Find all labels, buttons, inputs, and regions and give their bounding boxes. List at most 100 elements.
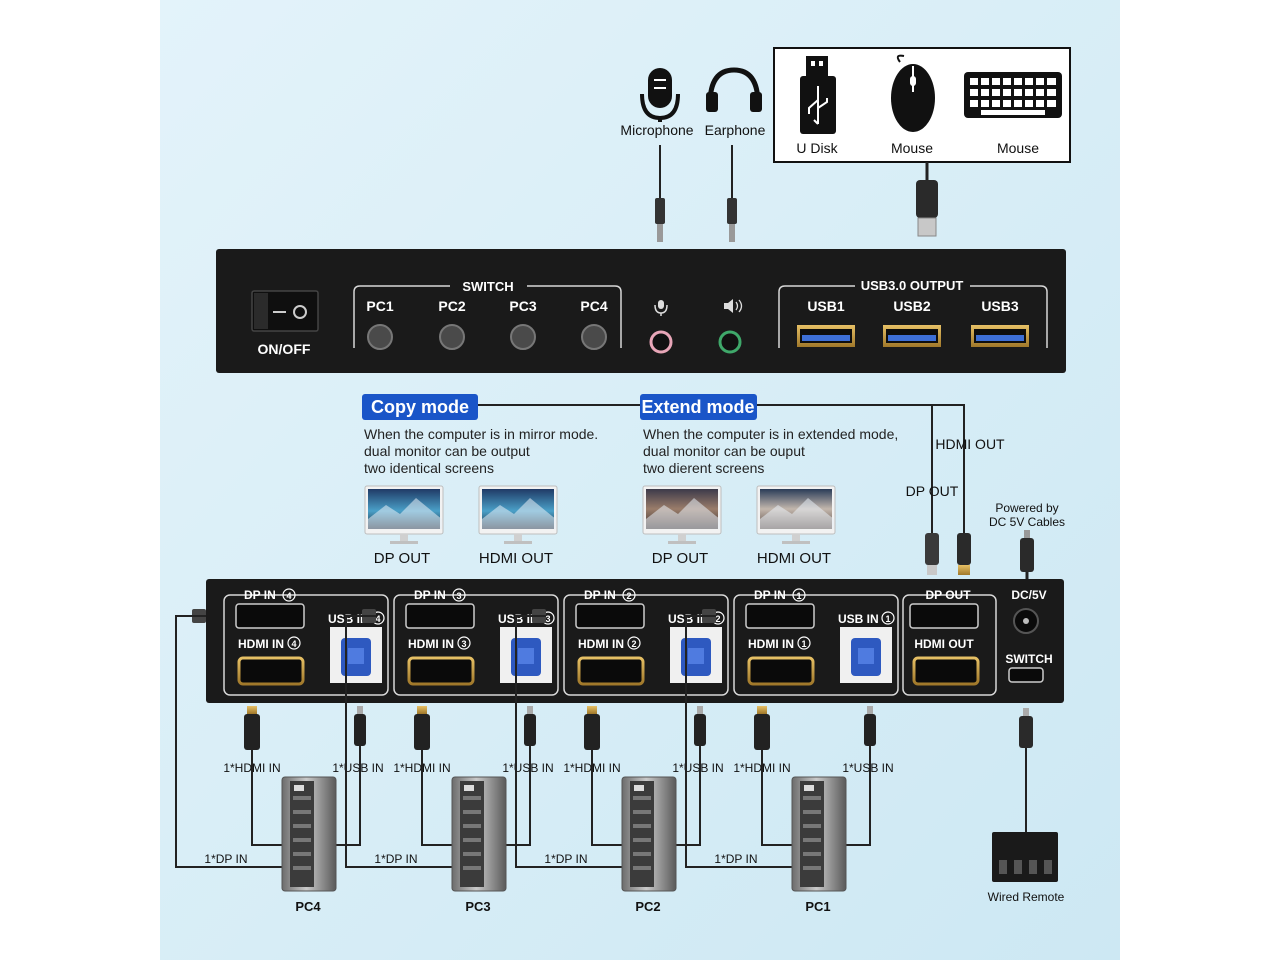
dp-in-label: DP IN xyxy=(754,588,786,602)
dp-in-label: DP IN xyxy=(414,588,446,602)
copy-desc-line2: dual monitor can be output xyxy=(364,443,530,459)
speaker-jack-icon xyxy=(724,299,743,313)
usb3-port[interactable] xyxy=(971,325,1029,347)
dp-in-port[interactable] xyxy=(745,603,815,629)
dp-in-number: 1 xyxy=(796,591,801,601)
pc-cables xyxy=(685,609,876,868)
power-switch[interactable] xyxy=(251,290,319,332)
dp-in-label: DP IN xyxy=(584,588,616,602)
usb-cable-label: 1*USB IN xyxy=(842,761,893,775)
hdmi-in-port[interactable] xyxy=(577,656,645,686)
monitor-label: HDMI OUT xyxy=(479,550,553,567)
hdmi-out-port[interactable] xyxy=(912,656,980,686)
usb3-port[interactable] xyxy=(883,325,941,347)
pc-select-button[interactable] xyxy=(367,324,393,350)
output-cables xyxy=(757,404,971,575)
power-note-line1: Powered by xyxy=(995,501,1058,515)
usb-output-title: USB3.0 OUTPUT xyxy=(861,278,964,293)
extend-desc-line3: two dierent screens xyxy=(643,460,764,476)
speaker-jack[interactable] xyxy=(718,330,742,354)
copy-desc-line1: When the computer is in mirror mode. xyxy=(364,426,598,442)
u-disk-label: U Disk xyxy=(796,140,838,156)
hdmi-in-number: 3 xyxy=(461,639,466,649)
power-note-line2: DC 5V Cables xyxy=(989,515,1065,529)
dp-in-port[interactable] xyxy=(235,603,305,629)
remote-switch-port[interactable] xyxy=(1008,667,1044,683)
switch-group-title: SWITCH xyxy=(462,279,513,294)
hdmi-in-label: HDMI IN xyxy=(578,637,624,651)
dc-power-plug xyxy=(1020,530,1034,580)
usb3-port[interactable] xyxy=(797,325,855,347)
power-switch-label: ON/OFF xyxy=(258,341,311,357)
pc-tower-icon xyxy=(451,776,507,892)
usb-in-number: 1 xyxy=(885,614,890,624)
usb-port-label: USB2 xyxy=(893,298,931,314)
hdmi-cable-label: 1*HDMI IN xyxy=(733,761,790,775)
dp-out-port[interactable] xyxy=(909,603,979,629)
pc-select-button[interactable] xyxy=(439,324,465,350)
pc-tower-icon xyxy=(281,776,337,892)
monitor-label: DP OUT xyxy=(652,550,708,567)
hdmi-cable-label: 1*HDMI IN xyxy=(223,761,280,775)
pc-cables xyxy=(345,609,536,868)
pc-tower-icon xyxy=(791,776,847,892)
mouse-icon xyxy=(891,54,935,132)
usb-b-port[interactable] xyxy=(840,627,892,683)
dp-cable-label: 1*DP IN xyxy=(544,852,587,866)
dp-in-port[interactable] xyxy=(575,603,645,629)
copy-desc-line3: two identical screens xyxy=(364,460,494,476)
wired-remote-label: Wired Remote xyxy=(988,890,1065,904)
extend-mode-badge xyxy=(640,394,757,420)
switch-group-frame xyxy=(353,285,622,348)
pc-label: PC3 xyxy=(465,899,490,914)
dp-out-cable-label: DP OUT xyxy=(906,483,959,499)
hdmi-in-port[interactable] xyxy=(747,656,815,686)
dp-in-number: 3 xyxy=(456,591,461,601)
mic-jack[interactable] xyxy=(649,330,673,354)
dp-in-number: 2 xyxy=(626,591,631,601)
pc-label: PC4 xyxy=(295,899,321,914)
pc-cables xyxy=(515,609,706,868)
hdmi-out-cable-label: HDMI OUT xyxy=(935,436,1005,452)
microphone-label: Microphone xyxy=(620,122,693,138)
hdmi-in-port[interactable] xyxy=(407,656,475,686)
usb-disk-icon xyxy=(800,56,836,134)
wired-remote-icon[interactable] xyxy=(992,832,1058,882)
hdmi-cable-label: 1*HDMI IN xyxy=(563,761,620,775)
pc-button-label: PC1 xyxy=(366,298,393,314)
monitor-label: HDMI OUT xyxy=(757,550,831,567)
usb-cable-label: 1*USB IN xyxy=(672,761,723,775)
hdmi-cable-label: 1*HDMI IN xyxy=(393,761,450,775)
pc-select-button[interactable] xyxy=(510,324,536,350)
pc-tower-icon xyxy=(621,776,677,892)
usb-b-port[interactable] xyxy=(500,627,552,683)
dc-port-label: DC/5V xyxy=(1011,588,1046,602)
audio-cables xyxy=(655,145,737,242)
hdmi-in-number: 1 xyxy=(801,639,806,649)
pc-connections: 1*HDMI IN 1*USB IN 1*DP IN PC4 1*HDMI IN 1*US… xyxy=(175,609,894,914)
hdmi-out-port-label: HDMI OUT xyxy=(914,637,974,651)
dp-cable-label: 1*DP IN xyxy=(714,852,757,866)
mouse-label: Mouse xyxy=(891,140,933,156)
dp-in-port[interactable] xyxy=(405,603,475,629)
copy-mode-title: Copy mode xyxy=(371,397,469,417)
monitor-label: DP OUT xyxy=(374,550,430,567)
mic-jack-icon xyxy=(654,300,668,316)
pc-button-label: PC4 xyxy=(580,298,607,314)
usb-b-port[interactable] xyxy=(330,627,382,683)
usb-cable xyxy=(916,162,938,237)
usb-cable-label: 1*USB IN xyxy=(332,761,383,775)
monitor-icon xyxy=(364,485,444,544)
keyboard-label: Mouse xyxy=(997,140,1039,156)
dp-in-label: DP IN xyxy=(244,588,276,602)
usb-port-label: USB3 xyxy=(981,298,1019,314)
hdmi-in-port[interactable] xyxy=(237,656,305,686)
earphone-icon xyxy=(706,67,762,112)
microphone-icon xyxy=(640,68,680,122)
pc-select-button[interactable] xyxy=(581,324,607,350)
usb-b-port[interactable] xyxy=(670,627,722,683)
